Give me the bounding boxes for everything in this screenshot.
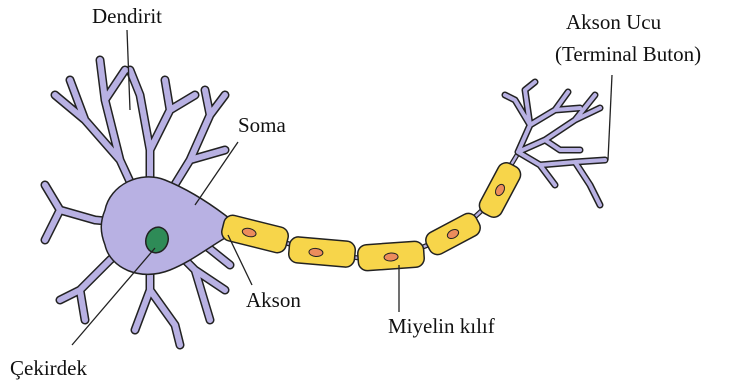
- axon-terminals: [505, 82, 605, 205]
- leader-terminal: [608, 75, 612, 160]
- label-nucleus: Çekirdek: [10, 358, 87, 379]
- myelin-segment: [423, 210, 484, 257]
- myelin-segment: [357, 241, 425, 272]
- myelin-segment: [220, 213, 290, 254]
- myelin-segment: [288, 236, 356, 268]
- label-dendrite: Dendirit: [92, 6, 162, 27]
- label-soma: Soma: [238, 115, 286, 136]
- label-myelin-sheath: Miyelin kılıf: [388, 316, 495, 337]
- label-axon: Akson: [246, 290, 301, 311]
- neuron-body: [45, 60, 233, 345]
- label-terminal-line2: (Terminal Buton): [555, 44, 701, 65]
- myelin-segment: [476, 160, 523, 221]
- label-terminal-line1: Akson Ucu: [566, 12, 661, 33]
